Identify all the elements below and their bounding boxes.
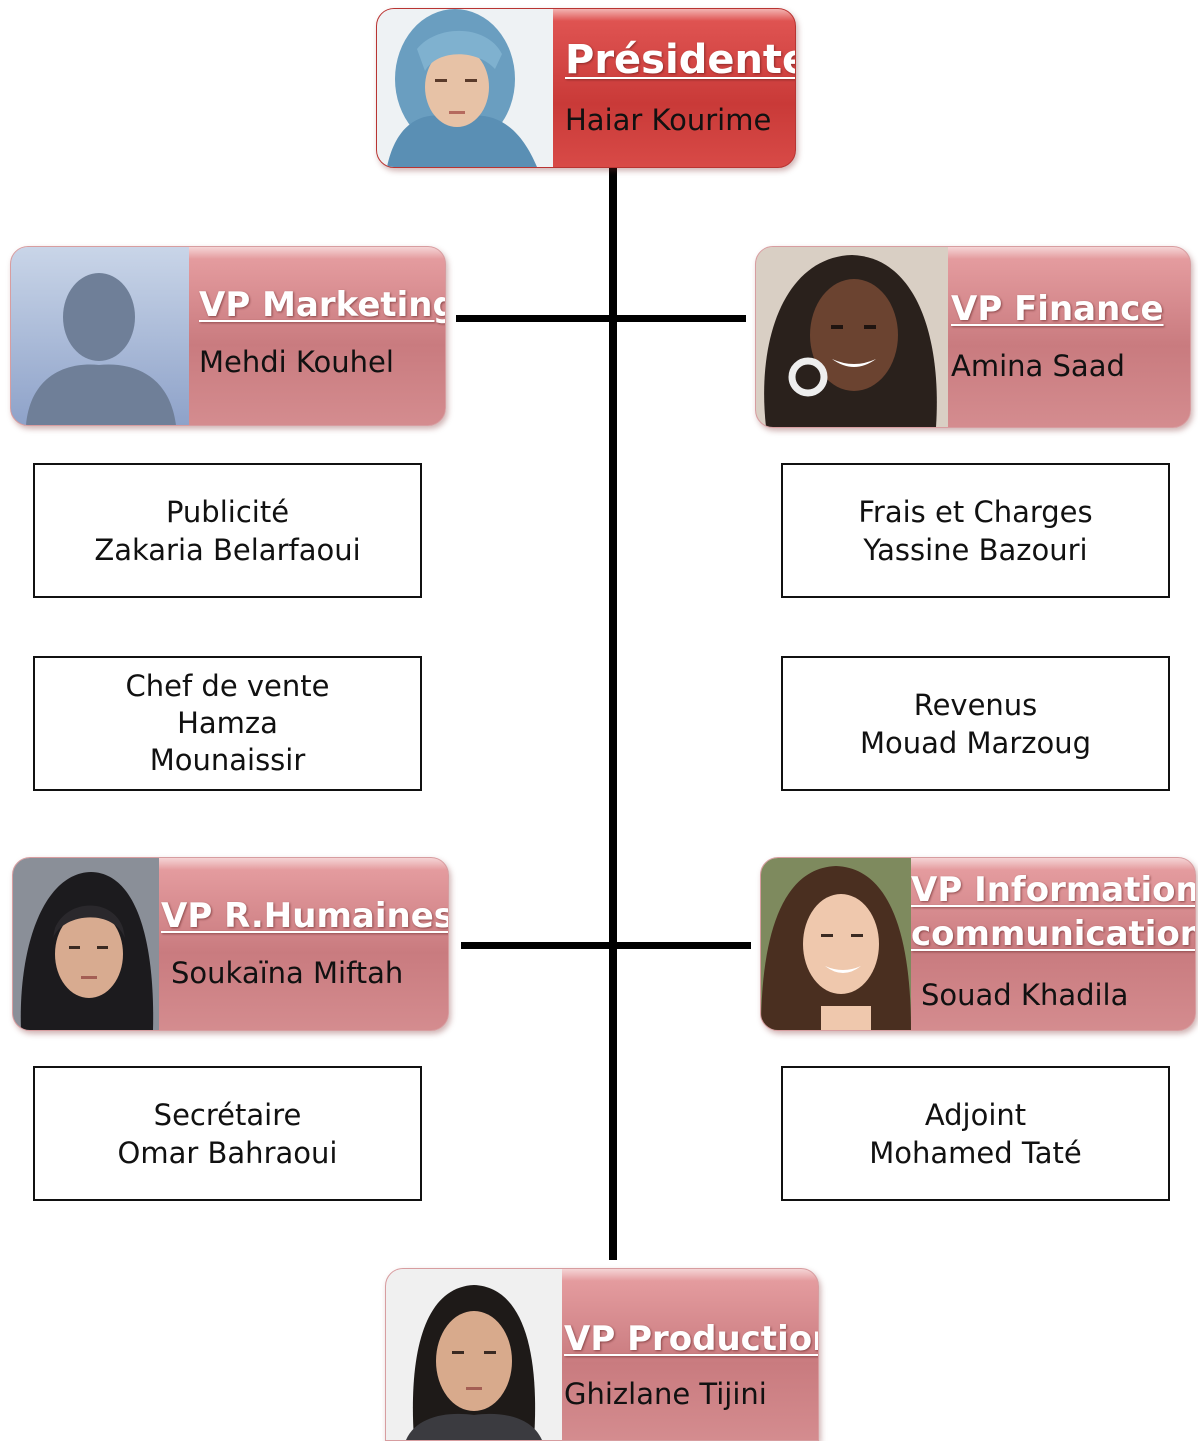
vp-production-card: VP Production Ghizlane Tijini [385, 1268, 819, 1441]
vp-marketing-name: Mehdi Kouhel [199, 345, 394, 379]
vp-marketing-photo [11, 247, 189, 425]
subordinate-name: Omar Bahraoui [117, 1135, 338, 1170]
president-card: Présidente Haiar Kourime [376, 8, 796, 168]
subordinate-title: Chef de vente [125, 669, 330, 703]
vp-info-photo [761, 858, 911, 1030]
subordinate-name: Mohamed Taté [869, 1135, 1082, 1170]
vp-finance-name: Amina Saad [951, 349, 1125, 383]
connector-top-branch [456, 315, 746, 322]
connector-middle-branch [461, 942, 751, 949]
president-name: Haiar Kourime [565, 103, 772, 137]
vp-marketing-role-title: VP Marketing [199, 285, 446, 325]
vp-marketing-card: VP Marketing Mehdi Kouhel [10, 246, 446, 426]
subordinate-box-adjoint: Adjoint Mohamed Taté [781, 1066, 1170, 1201]
vp-rh-photo [13, 858, 159, 1030]
vp-production-photo [386, 1269, 562, 1440]
subordinate-box-chef-de-vente: Chef de vente Hamza Mounaissir [33, 656, 422, 791]
vp-info-name: Souad Khadila [921, 978, 1129, 1012]
president-role-title: Présidente [565, 37, 796, 83]
subordinate-name: Mouad Marzoug [859, 725, 1091, 760]
subordinate-box-secretaire: Secrétaire Omar Bahraoui [33, 1066, 422, 1201]
subordinate-name: Zakaria Belarfaoui [94, 532, 361, 567]
vp-rh-card: VP R.Humaines Soukaïna Miftah [12, 857, 449, 1031]
president-photo [377, 9, 553, 167]
vp-info-card: VP Information communication Souad Khadi… [760, 857, 1196, 1031]
subordinate-name-line2: Mounaissir [149, 743, 306, 777]
vp-finance-role-title: VP Finance [951, 289, 1164, 329]
subordinate-title: Publicité [165, 494, 290, 529]
vp-production-role-title: VP Production [564, 1319, 819, 1359]
vp-finance-card: VP Finance Amina Saad [755, 246, 1191, 428]
vp-info-role-title-line1: VP Information [911, 870, 1196, 910]
vp-finance-photo [756, 247, 948, 427]
subordinate-title: Secrétaire [153, 1097, 302, 1132]
subordinate-name: Yassine Bazouri [863, 532, 1088, 567]
subordinate-title: Frais et Charges [858, 494, 1093, 529]
subordinate-name-line1: Hamza [177, 706, 278, 740]
vp-production-name: Ghizlane Tijini [564, 1377, 767, 1411]
subordinate-box-publicite: Publicité Zakaria Belarfaoui [33, 463, 422, 598]
vp-rh-role-title: VP R.Humaines [161, 896, 449, 936]
vp-info-role-title-line2: communication [911, 914, 1196, 954]
subordinate-box-revenus: Revenus Mouad Marzoug [781, 656, 1170, 791]
subordinate-title: Adjoint [924, 1097, 1027, 1132]
main-connector-vertical [609, 168, 617, 1260]
subordinate-box-frais-et-charges: Frais et Charges Yassine Bazouri [781, 463, 1170, 598]
vp-rh-name: Soukaïna Miftah [171, 956, 404, 990]
subordinate-title: Revenus [913, 687, 1038, 722]
